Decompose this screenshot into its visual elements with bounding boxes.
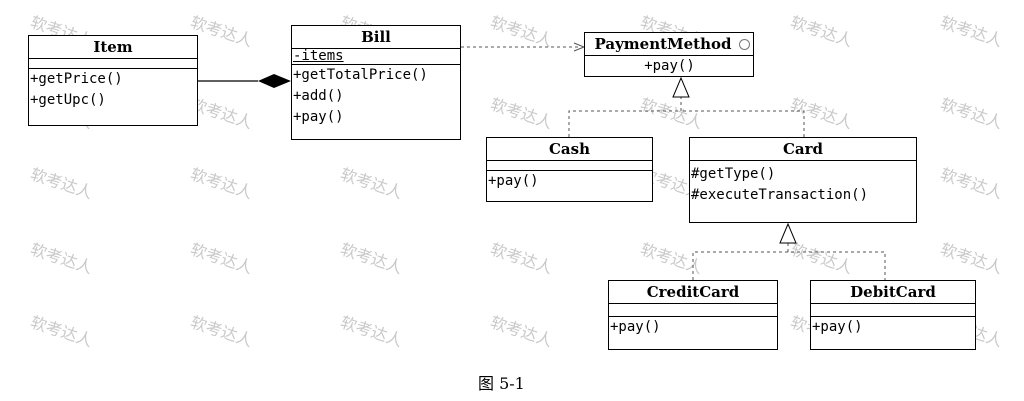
class-credit-card: CreditCard +pay() (608, 280, 778, 350)
attributes-compartment (609, 304, 777, 317)
attributes-compartment (29, 59, 197, 69)
operations-compartment: #getType() #executeTransaction() (690, 161, 916, 206)
class-name: Card (690, 138, 916, 161)
class-name: PaymentMethod (585, 33, 753, 56)
composition-diamond (258, 74, 291, 88)
class-name: Item (29, 36, 197, 59)
operation: #getType() (691, 166, 776, 182)
interface-circle-icon (739, 39, 750, 50)
operations-compartment: +pay() (585, 56, 753, 77)
operation: #executeTransaction() (691, 187, 869, 203)
operations-compartment: +getPrice() +getUpc() (29, 69, 197, 111)
operation: +getTotalPrice() (293, 67, 428, 83)
operation: +pay() (293, 109, 344, 125)
realization-line-cash (568, 110, 681, 137)
operation: +pay() (812, 319, 863, 335)
class-name: Bill (292, 26, 460, 49)
operations-compartment: +getTotalPrice() +add() +pay() (292, 65, 460, 128)
realization-line-credit (692, 251, 886, 280)
attributes-compartment (811, 304, 975, 317)
attribute: -items (293, 48, 344, 64)
class-name: DebitCard (811, 281, 975, 304)
operations-compartment: +pay() (487, 171, 652, 192)
operation: +getPrice() (30, 71, 123, 87)
operations-compartment: +pay() (609, 317, 777, 338)
operation: +pay() (610, 319, 661, 335)
class-name: CreditCard (609, 281, 777, 304)
operation: +pay() (644, 58, 695, 74)
realization-line-card (681, 110, 805, 137)
class-payment-method: PaymentMethod +pay() (584, 32, 754, 77)
operation: +pay() (488, 173, 539, 189)
operation: +getUpc() (30, 92, 106, 108)
operations-compartment: +pay() (811, 317, 975, 338)
attributes-compartment (487, 161, 652, 171)
class-item: Item +getPrice() +getUpc() (28, 35, 198, 126)
class-debit-card: DebitCard +pay() (810, 280, 976, 350)
figure-caption: 图 5-1 (478, 374, 525, 393)
attributes-compartment: -items (292, 49, 460, 65)
class-bill: Bill -items +getTotalPrice() +add() +pay… (291, 25, 461, 140)
class-cash: Cash +pay() (486, 137, 653, 202)
realization-triangle-card (779, 222, 797, 244)
operation: +add() (293, 88, 344, 104)
realization-triangle-payment (672, 76, 690, 98)
class-name: Cash (487, 138, 652, 161)
class-card: Card #getType() #executeTransaction() (689, 137, 917, 223)
